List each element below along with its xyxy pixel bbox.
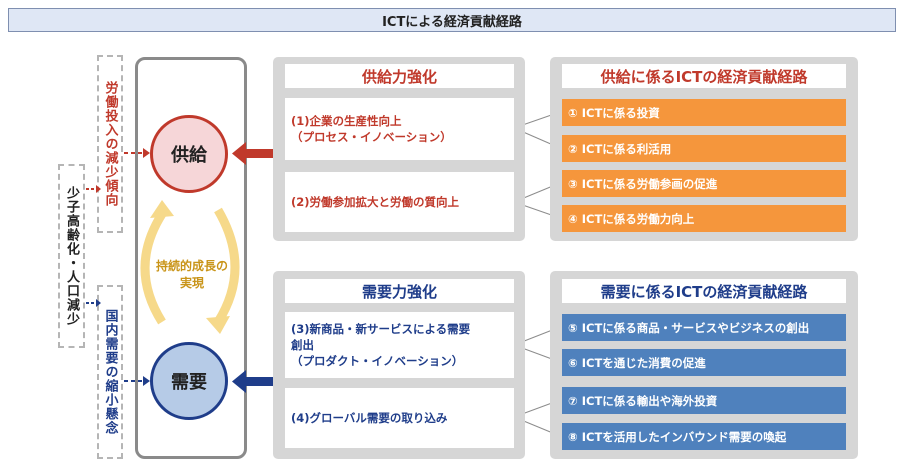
demand-item-4-line1: (4)グローバル需要の取り込み xyxy=(291,411,448,425)
supply-item-1: (1)企業の生産性向上 （プロセス・イノベーション） xyxy=(285,98,514,160)
demand-label: 需要 xyxy=(171,372,207,393)
demand-item-4: (4)グローバル需要の取り込み xyxy=(285,388,514,448)
thick-arrows xyxy=(232,142,274,393)
demand-path-8: ⑧ ICTを活用したインバウンド需要の喚起 xyxy=(562,423,846,450)
supply-path-1: ① ICTに係る投資 xyxy=(562,99,846,126)
demand-path-5: ⑤ ICTに係る商品・サービスやビジネスの創出 xyxy=(562,314,846,341)
demography-label: 少子高齢化・人口減少 xyxy=(64,186,79,326)
demand-item-3-line1: (3)新商品・新サービスによる需要 xyxy=(291,322,471,336)
demand-strength-heading: 需要力強化 xyxy=(285,279,514,303)
demand-path-7: ⑦ ICTに係る輸出や海外投資 xyxy=(562,387,846,414)
domestic-demand-label: 国内需要の縮小懸念 xyxy=(102,309,118,435)
demography-box: 少子高齢化・人口減少 xyxy=(58,164,85,348)
left-dashed-arrows xyxy=(86,148,150,386)
labor-decline-label: 労働投入の減少傾向 xyxy=(102,81,118,207)
supply-item-1-line2: （プロセス・イノベーション） xyxy=(291,130,452,144)
supply-paths-heading: 供給に係るICTの経済貢献経路 xyxy=(562,64,846,88)
supply-label: 供給 xyxy=(171,145,207,166)
labor-decline-box: 労働投入の減少傾向 xyxy=(97,55,123,233)
supply-path-3: ③ ICTに係る労働参画の促進 xyxy=(562,170,846,197)
demand-path-6: ⑥ ICTを通じた消費の促進 xyxy=(562,349,846,376)
domestic-demand-box: 国内需要の縮小懸念 xyxy=(97,285,123,459)
supply-item-2-line1: (2)労働参加拡大と労働の質向上 xyxy=(291,195,460,209)
sustain-cycle-arrows xyxy=(140,200,240,334)
diagram-title: ICTによる経済貢献経路 xyxy=(8,8,896,32)
demand-item-3-line2: 創出 xyxy=(291,338,314,352)
supply-path-4: ④ ICTに係る労働力向上 xyxy=(562,205,846,232)
supply-path-2: ② ICTに係る利活用 xyxy=(562,135,846,162)
supply-item-2: (2)労働参加拡大と労働の質向上 xyxy=(285,172,514,232)
supply-strength-heading: 供給力強化 xyxy=(285,64,514,88)
supply-circle: 供給 xyxy=(150,115,228,193)
demand-circle: 需要 xyxy=(150,342,228,420)
demand-item-3-line3: （プロダクト・イノベーション） xyxy=(291,354,464,368)
demand-paths-heading: 需要に係るICTの経済貢献経路 xyxy=(562,279,846,303)
supply-item-1-line1: (1)企業の生産性向上 xyxy=(291,114,402,128)
sustainable-growth-label: 持続的成長の実現 xyxy=(155,259,228,290)
demand-item-3: (3)新商品・新サービスによる需要 創出 （プロダクト・イノベーション） xyxy=(285,312,514,378)
